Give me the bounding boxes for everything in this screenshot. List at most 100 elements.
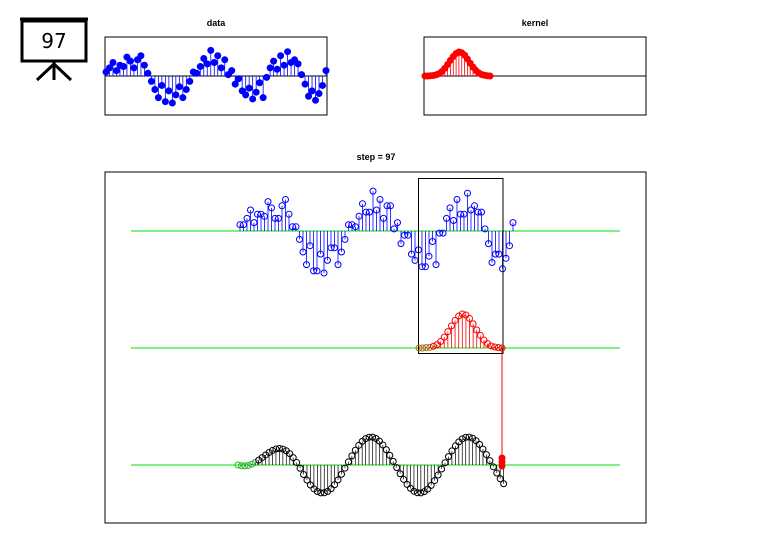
output-point xyxy=(386,451,394,459)
data-point xyxy=(105,64,113,72)
data-point xyxy=(268,204,275,212)
data-point xyxy=(235,75,243,83)
presentation-board-icon: 97 xyxy=(20,17,88,82)
output-point xyxy=(441,459,449,467)
data-point xyxy=(203,60,211,68)
output-point xyxy=(244,461,252,469)
data-point xyxy=(474,208,482,216)
data-point xyxy=(341,235,349,243)
data-point xyxy=(383,202,391,210)
data-point xyxy=(439,229,447,237)
output-point xyxy=(458,435,466,443)
data-point xyxy=(467,206,475,214)
kernel-point xyxy=(458,310,466,318)
output-point xyxy=(331,481,339,489)
data-point xyxy=(315,90,323,98)
output-point xyxy=(251,458,259,466)
data-point xyxy=(282,196,289,203)
data-point xyxy=(450,217,457,224)
data-point xyxy=(509,219,517,227)
data-point xyxy=(284,48,292,56)
data-series xyxy=(102,46,330,107)
data-point xyxy=(362,208,370,216)
kernel-point xyxy=(476,331,484,339)
data-point xyxy=(231,80,239,88)
output-point xyxy=(317,489,325,497)
kernel-point xyxy=(455,312,463,320)
data-point xyxy=(301,80,309,88)
data-point xyxy=(495,250,503,258)
output-point xyxy=(279,445,287,453)
output-point xyxy=(448,447,456,455)
kernel-point xyxy=(444,328,452,336)
output-point xyxy=(334,476,342,484)
output-point xyxy=(348,452,356,460)
data-point xyxy=(140,61,148,69)
data-panel-title: data xyxy=(207,18,227,28)
data-point xyxy=(175,83,183,91)
data-point xyxy=(397,240,405,248)
data-point xyxy=(320,269,328,277)
output-point xyxy=(496,475,504,483)
output-point xyxy=(269,446,276,454)
data-point xyxy=(261,212,268,220)
data-point xyxy=(376,196,384,203)
data-point xyxy=(338,248,345,256)
data-point xyxy=(394,219,401,227)
kernel-point xyxy=(415,344,423,352)
output-point xyxy=(410,487,418,495)
data-point xyxy=(429,238,436,245)
data-point xyxy=(443,214,450,222)
data-point xyxy=(485,240,492,248)
data-point xyxy=(275,214,282,222)
output-point xyxy=(272,445,280,453)
data-point xyxy=(345,221,352,229)
data-point xyxy=(277,52,285,60)
data-point xyxy=(324,256,331,264)
data-point xyxy=(319,81,327,89)
data-point xyxy=(432,261,440,269)
data-point xyxy=(236,221,244,229)
data-point xyxy=(137,52,145,60)
data-panel: data xyxy=(102,18,330,116)
data-point xyxy=(292,223,300,231)
kernel-point xyxy=(494,344,502,352)
data-point xyxy=(264,198,272,206)
data-point xyxy=(387,202,394,210)
data-point xyxy=(228,67,236,75)
data-point xyxy=(453,196,461,203)
data-point xyxy=(221,56,229,64)
data-point xyxy=(299,248,307,256)
data-point xyxy=(422,263,429,271)
data-point xyxy=(306,242,314,250)
output-point xyxy=(434,471,442,479)
output-point xyxy=(237,462,245,470)
data-point xyxy=(369,187,377,195)
data-point xyxy=(348,221,356,229)
data-point xyxy=(196,63,204,71)
kernel-point xyxy=(469,320,477,328)
output-point xyxy=(462,433,470,441)
data-point xyxy=(331,244,338,252)
output-point xyxy=(306,481,314,489)
output-point xyxy=(427,481,435,489)
data-point xyxy=(119,63,127,71)
output-point xyxy=(438,465,446,473)
data-point xyxy=(256,79,264,87)
convolution-panel-title: step = 97 xyxy=(357,152,396,162)
data-point xyxy=(249,95,257,103)
data-point xyxy=(217,64,225,72)
data-point xyxy=(250,219,258,227)
data-point xyxy=(478,208,485,216)
data-point xyxy=(207,46,215,54)
data-point xyxy=(303,261,310,269)
data-point xyxy=(200,54,208,62)
output-point xyxy=(500,480,508,488)
output-point xyxy=(400,475,408,483)
kernel-point xyxy=(429,342,437,350)
data-point xyxy=(257,210,265,218)
output-point xyxy=(241,462,249,470)
convolution-marks xyxy=(131,178,620,497)
data-point xyxy=(112,67,120,75)
data-point xyxy=(308,87,316,95)
